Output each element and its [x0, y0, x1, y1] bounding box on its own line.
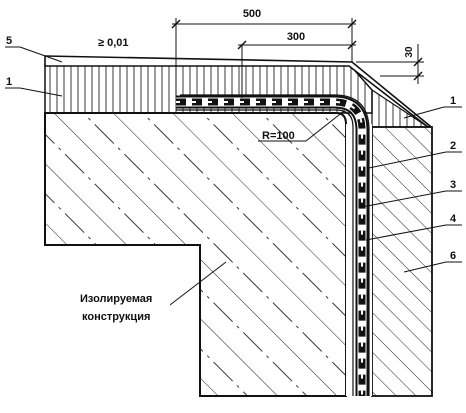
- slope-label: ≥ 0,01: [98, 37, 129, 49]
- primer-layer: [176, 109, 354, 396]
- tick-500-left: [171, 19, 181, 29]
- leader-6: [403, 261, 447, 273]
- callout-1-left: 1: [6, 76, 12, 88]
- tick-30-top: [413, 57, 423, 67]
- insulated-structure: [44, 112, 347, 397]
- callout-1-right: 1: [450, 95, 456, 107]
- waterproof-band-dashes: [176, 98, 366, 396]
- callout-3: 3: [450, 179, 456, 191]
- tick-30-bot: [413, 71, 423, 81]
- caption-line-1: Изолируемая: [80, 293, 152, 305]
- dim-label-300: 300: [287, 31, 305, 43]
- leader-3: [361, 190, 447, 208]
- dim-label-30: 30: [404, 46, 415, 58]
- leader-2: [368, 151, 447, 169]
- dim-label-500: 500: [243, 8, 261, 20]
- callout-5: 5: [6, 35, 12, 47]
- callout-2: 2: [450, 140, 456, 152]
- protective-coat-line: [180, 94, 370, 396]
- caption-line-2: конструкция: [82, 311, 150, 323]
- leader-5: [19, 46, 63, 63]
- callout-4: 4: [450, 213, 457, 225]
- protective-wall: [371, 126, 433, 397]
- tick-300-right: [347, 40, 357, 50]
- leader-1-right: [403, 106, 445, 119]
- leader-4: [365, 224, 447, 241]
- leader-1-left: [19, 87, 63, 97]
- tick-300-left: [237, 40, 247, 50]
- tick-500-right: [347, 19, 357, 29]
- radius-label: R=100: [262, 130, 295, 142]
- caption-background: [70, 288, 170, 324]
- leader-caption: [165, 261, 227, 309]
- leader-radius: [305, 110, 345, 142]
- callout-6: 6: [450, 250, 456, 262]
